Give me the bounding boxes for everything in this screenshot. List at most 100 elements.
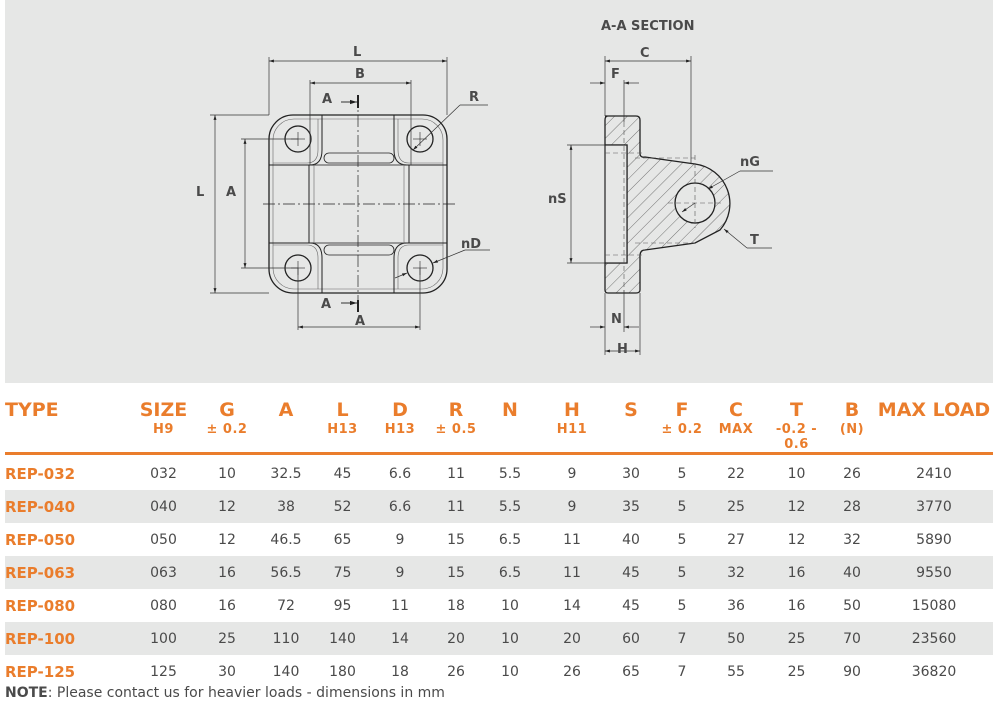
column-header-label: N bbox=[502, 399, 518, 421]
column-header-label: MAX LOAD bbox=[877, 399, 991, 421]
table-cell: 10 bbox=[218, 465, 236, 482]
table-cell: 5890 bbox=[916, 531, 952, 548]
table-cell: 14 bbox=[370, 622, 430, 655]
table-cell: 080 bbox=[150, 597, 177, 614]
table-cell: 40 bbox=[829, 556, 875, 589]
column-header-tolerance: MAX bbox=[718, 422, 754, 437]
table-cell: 70 bbox=[829, 622, 875, 655]
section-marker-bottom: A bbox=[321, 297, 331, 312]
column-header: S bbox=[606, 398, 656, 455]
table-cell: 11 bbox=[563, 531, 581, 548]
column-header: F± 0.2 bbox=[656, 398, 708, 455]
table-cell: 6.6 bbox=[388, 465, 412, 482]
table-cell: 90 bbox=[843, 663, 861, 680]
table-cell: 26 bbox=[843, 465, 861, 482]
table-cell: 95 bbox=[333, 597, 352, 614]
table-cell: 7 bbox=[677, 663, 687, 680]
table-cell: 6.5 bbox=[482, 556, 538, 589]
table-cell: 032 bbox=[150, 465, 177, 482]
dim-label-T: T bbox=[750, 233, 759, 248]
table-cell: 063 bbox=[130, 556, 197, 589]
column-header-label: S bbox=[624, 399, 638, 421]
table-cell: 16 bbox=[197, 556, 257, 589]
table-cell: 12 bbox=[197, 490, 257, 523]
table-cell: 32 bbox=[843, 531, 861, 548]
table-cell: 15080 bbox=[911, 597, 957, 614]
table-cell: 16 bbox=[764, 556, 829, 589]
table-cell: 46.5 bbox=[270, 531, 302, 548]
table-cell: 27 bbox=[727, 531, 745, 548]
table-cell: 100 bbox=[130, 622, 197, 655]
table-cell: 11 bbox=[430, 490, 482, 523]
table-cell: 9 bbox=[370, 556, 430, 589]
table-cell: 11 bbox=[391, 597, 409, 614]
table-cell: 3770 bbox=[875, 490, 993, 523]
table-cell: 45 bbox=[622, 597, 640, 614]
table-cell: 10 bbox=[501, 663, 519, 680]
table-cell: 10 bbox=[482, 622, 538, 655]
table-cell: 38 bbox=[257, 490, 315, 523]
table-cell: 36 bbox=[727, 597, 745, 614]
table-cell: 18 bbox=[391, 663, 409, 680]
dim-label-H: H bbox=[617, 342, 628, 357]
table-cell: 5.5 bbox=[482, 490, 538, 523]
table-cell: 72 bbox=[277, 597, 295, 614]
table-cell: 50 bbox=[708, 622, 764, 655]
table-cell: 15 bbox=[447, 531, 465, 548]
table-cell: 60 bbox=[606, 622, 656, 655]
dim-label-nD: nD bbox=[461, 237, 481, 252]
table-cell: 28 bbox=[829, 490, 875, 523]
table-cell: 5 bbox=[677, 465, 687, 482]
table-cell: 26 bbox=[447, 663, 465, 680]
table-cell: 20 bbox=[430, 622, 482, 655]
table-cell: 125 bbox=[150, 663, 177, 680]
technical-drawing: L B A A R L A A nD A-A SECTION bbox=[196, 19, 773, 357]
table-cell: 5 bbox=[677, 597, 687, 614]
dim-label-nG: nG bbox=[740, 155, 760, 170]
table-cell: 12 bbox=[764, 490, 829, 523]
dim-label-B: B bbox=[355, 67, 365, 82]
column-header: TYPE bbox=[5, 398, 130, 455]
table-cell: 40 bbox=[622, 531, 640, 548]
column-header-tolerance: H13 bbox=[327, 422, 358, 437]
table-cell: 36820 bbox=[911, 663, 957, 680]
column-header: A bbox=[257, 398, 315, 455]
table-cell: 22 bbox=[727, 465, 745, 482]
section-view bbox=[604, 115, 731, 294]
table-cell: 65 bbox=[622, 663, 640, 680]
column-header-tolerance: -0.2 - 0.6 bbox=[775, 422, 818, 452]
table-cell: 15 bbox=[430, 556, 482, 589]
drawing-panel: L B A A R L A A nD A-A SECTION bbox=[5, 0, 993, 383]
column-header: R± 0.5 bbox=[430, 398, 482, 455]
type-cell: REP-080 bbox=[5, 596, 76, 615]
table-cell: 12 bbox=[787, 531, 806, 548]
type-cell: REP-040 bbox=[5, 490, 130, 523]
table-cell: 10 bbox=[787, 465, 806, 482]
table-cell: 16 bbox=[218, 597, 236, 614]
table-cell: 9550 bbox=[875, 556, 993, 589]
table-cell: 2410 bbox=[916, 465, 952, 482]
column-header: T-0.2 - 0.6 bbox=[764, 398, 829, 455]
table-cell: 5 bbox=[656, 556, 708, 589]
table-cell: 32 bbox=[708, 556, 764, 589]
type-cell: REP-032 bbox=[5, 464, 76, 483]
column-header-label: H bbox=[564, 399, 580, 421]
table-cell: 26 bbox=[563, 663, 581, 680]
table-cell: 25 bbox=[787, 663, 806, 680]
table-cell: 5 bbox=[656, 490, 708, 523]
table-cell: 52 bbox=[315, 490, 370, 523]
column-header-tolerance: ± 0.2 bbox=[661, 422, 703, 437]
column-header-label: T bbox=[790, 399, 803, 421]
column-header: G± 0.2 bbox=[197, 398, 257, 455]
note-label: NOTE bbox=[5, 685, 48, 701]
table-cell: 20 bbox=[538, 622, 606, 655]
